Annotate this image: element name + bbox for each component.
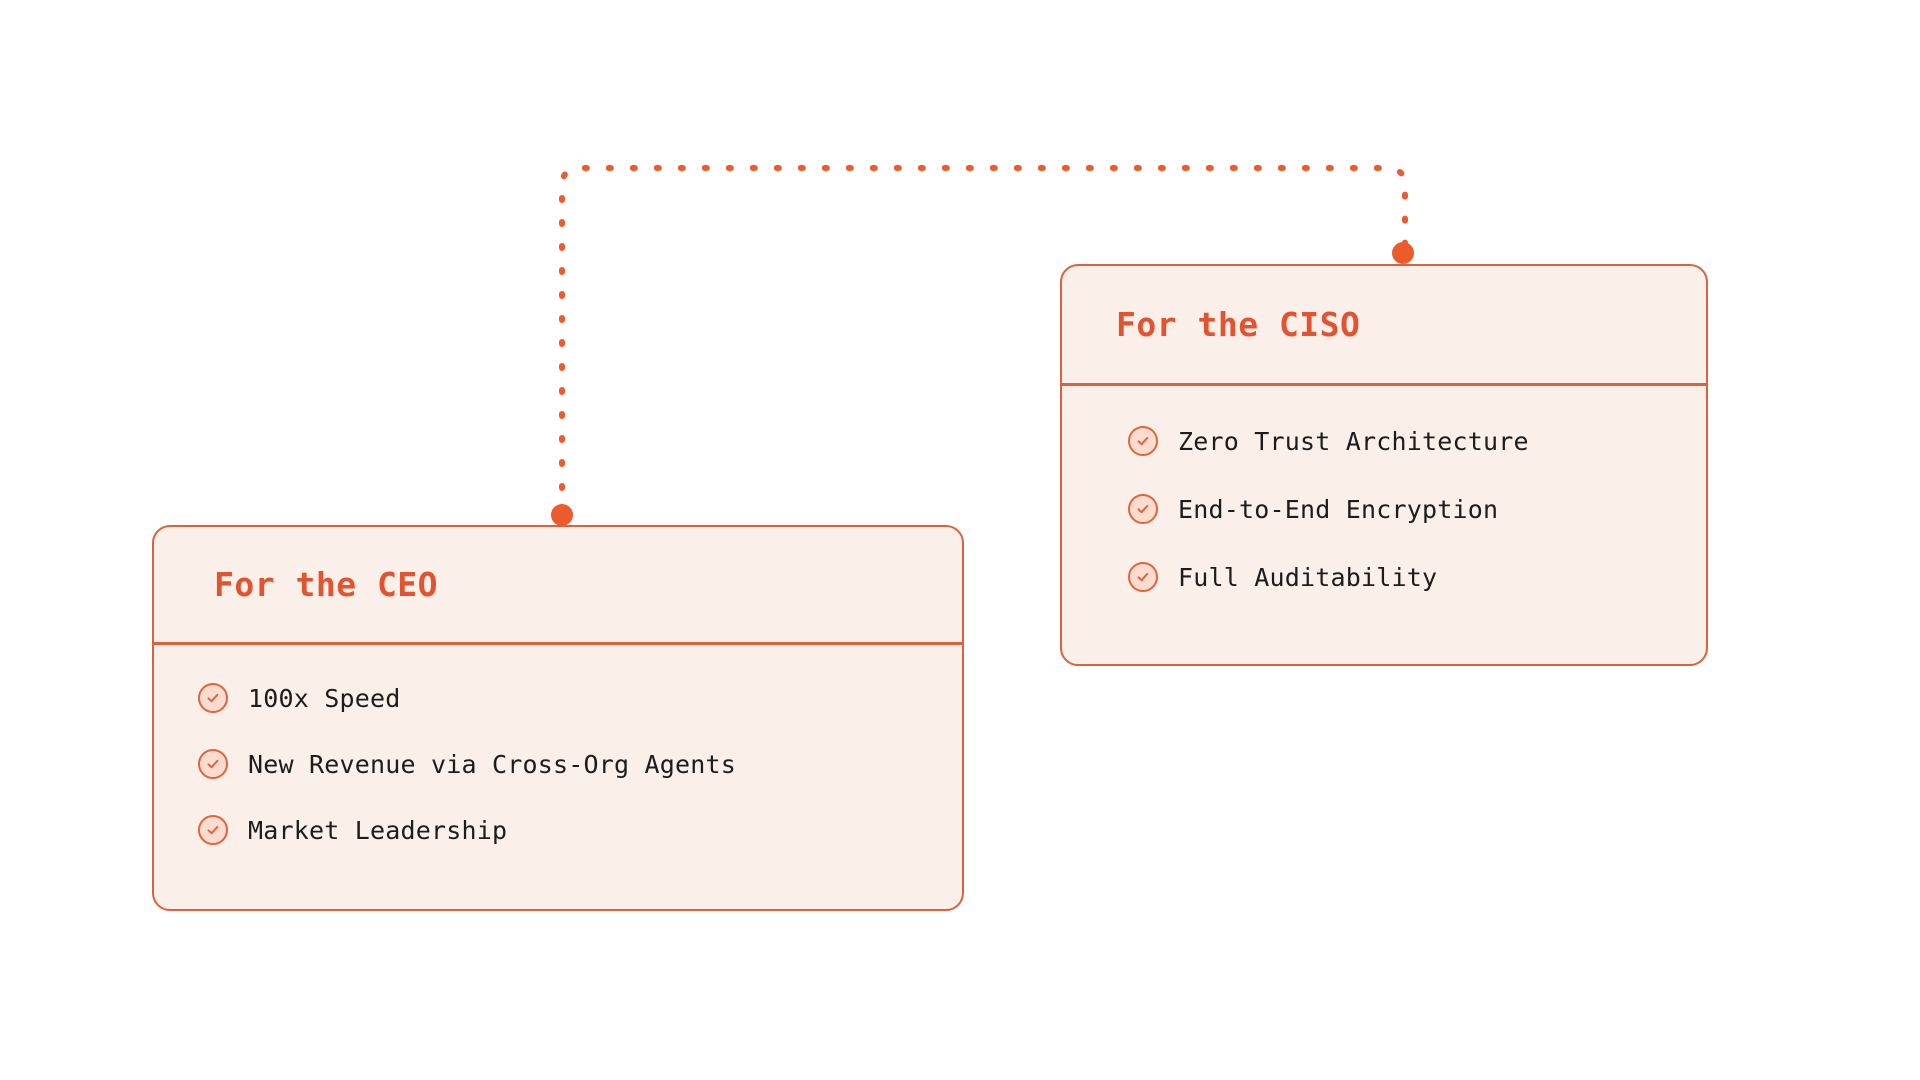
card-ciso[interactable]: For the CISO Zero Trust Architecture End… [1060,264,1708,666]
list-item-label: Zero Trust Architecture [1178,426,1529,456]
list-item: Market Leadership [198,815,962,845]
list-item: End-to-End Encryption [1128,494,1706,524]
check-circle-icon [1128,426,1158,456]
list-item-label: New Revenue via Cross-Org Agents [248,749,737,779]
check-circle-icon [198,815,228,845]
check-circle-icon [198,749,228,779]
list-item-label: Market Leadership [248,815,508,845]
card-ceo-body: 100x Speed New Revenue via Cross-Org Age… [154,645,962,845]
list-item-label: End-to-End Encryption [1178,494,1499,524]
check-circle-icon [1128,494,1158,524]
list-item-label: 100x Speed [248,683,401,713]
card-ciso-header: For the CISO [1062,266,1706,386]
card-ciso-title: For the CISO [1116,305,1361,344]
list-item: Zero Trust Architecture [1128,426,1706,456]
card-ciso-body: Zero Trust Architecture End-to-End Encry… [1062,386,1706,592]
check-circle-icon [1128,562,1158,592]
card-ceo-header: For the CEO [154,527,962,645]
connector-dot-ceo [551,504,573,526]
list-item: New Revenue via Cross-Org Agents [198,749,962,779]
check-circle-icon [198,683,228,713]
card-ceo[interactable]: For the CEO 100x Speed New Revenue via C… [152,525,964,911]
list-item: Full Auditability [1128,562,1706,592]
list-item-label: Full Auditability [1178,562,1438,592]
list-item: 100x Speed [198,683,962,713]
card-ceo-title: For the CEO [214,565,439,604]
connector-dot-ciso [1392,242,1414,264]
